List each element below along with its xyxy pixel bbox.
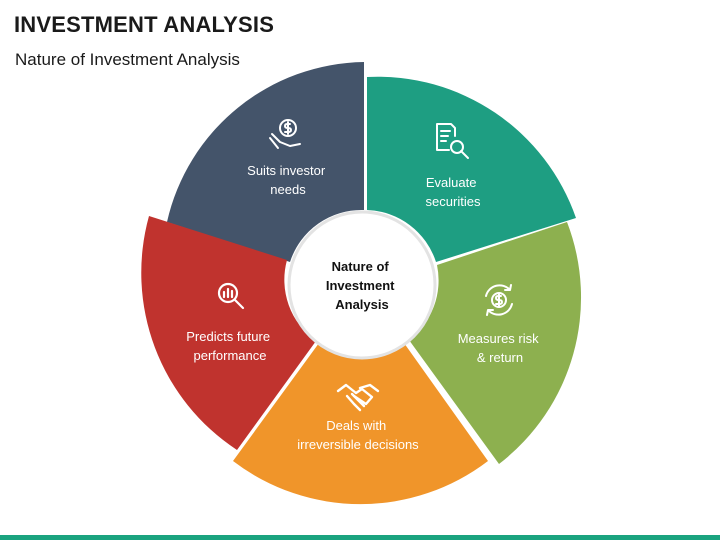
center-line-1: Nature of bbox=[332, 259, 390, 274]
label-line: performance bbox=[194, 348, 267, 363]
center-circle bbox=[287, 210, 437, 360]
label-evaluate-securities: Evaluate securities bbox=[426, 175, 481, 209]
center-line-3: Analysis bbox=[335, 297, 388, 312]
magnify-chart-icon bbox=[217, 282, 245, 310]
document-search-icon bbox=[436, 123, 469, 159]
center-line-2: Investment bbox=[326, 278, 395, 293]
dollar-cycle-icon bbox=[485, 284, 513, 316]
segment-measures-risk-return bbox=[409, 222, 582, 464]
handshake-icon bbox=[336, 383, 380, 412]
label-predicts-future-performance: Predicts future performance bbox=[186, 329, 273, 363]
segment-evaluate-securities bbox=[367, 76, 576, 262]
label-line: & return bbox=[477, 350, 523, 365]
segment-predicts-future-performance bbox=[141, 216, 316, 450]
label-line: Suits investor bbox=[247, 163, 326, 178]
label-line: Predicts future bbox=[186, 329, 270, 344]
segment-deals-irreversible-decisions bbox=[233, 343, 488, 505]
label-line: Deals with bbox=[326, 418, 386, 433]
label-line: Evaluate bbox=[426, 175, 477, 190]
center-label: Nature of Investment Analysis bbox=[326, 259, 398, 312]
label-suits-investor-needs: Suits investor needs bbox=[247, 163, 329, 197]
label-line: needs bbox=[270, 182, 306, 197]
page-title: INVESTMENT ANALYSIS bbox=[14, 12, 275, 37]
bottom-accent-bar bbox=[0, 535, 720, 540]
label-line: securities bbox=[426, 194, 481, 209]
segment-suits-investor-needs bbox=[167, 62, 364, 262]
hand-dollar-icon bbox=[269, 119, 301, 149]
page-subtitle: Nature of Investment Analysis bbox=[15, 50, 240, 69]
label-measures-risk-return: Measures risk & return bbox=[458, 331, 543, 365]
label-deals-irreversible-decisions: Deals with irreversible decisions bbox=[297, 418, 419, 452]
label-line: Measures risk bbox=[458, 331, 539, 346]
label-line: irreversible decisions bbox=[297, 437, 419, 452]
